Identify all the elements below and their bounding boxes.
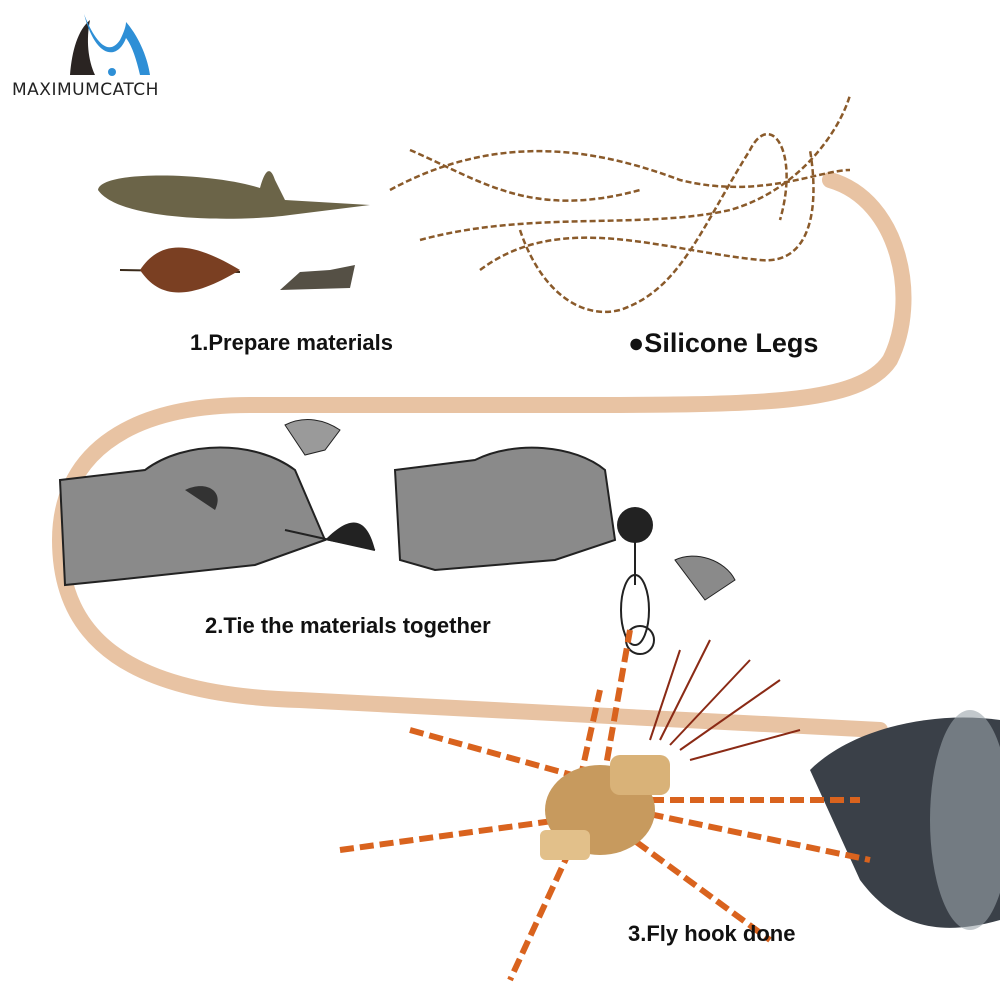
brand-logo	[70, 14, 150, 76]
tying-hands-illustration	[58, 419, 736, 655]
feather-materials	[98, 171, 370, 293]
finished-fly-image	[339, 629, 1000, 982]
silicone-legs-label: ●Silicone Legs	[628, 328, 819, 358]
step-2-label: 2.Tie the materials together	[205, 613, 491, 638]
silicone-legs-image	[389, 94, 852, 314]
step-3-label: 3.Fly hook done	[628, 921, 796, 946]
step-1-label: 1.Prepare materials	[190, 330, 394, 355]
brand-name: MAXIMUMCATCH	[12, 80, 159, 100]
